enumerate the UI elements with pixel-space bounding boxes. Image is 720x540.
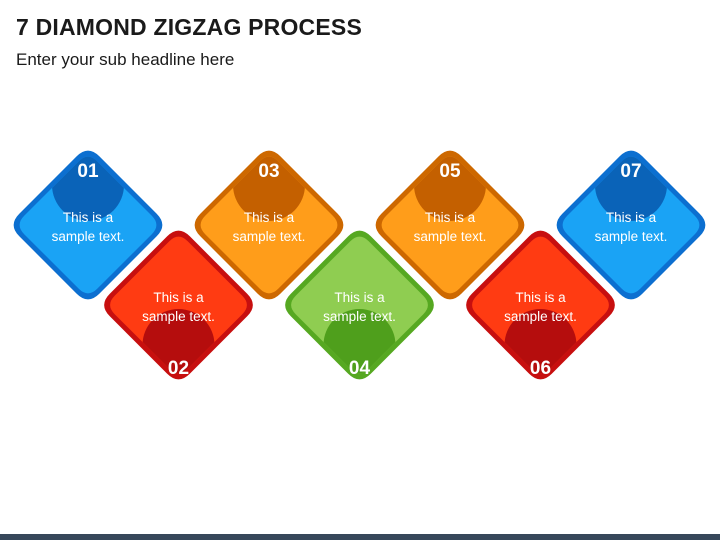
page-title: 7 DIAMOND ZIGZAG PROCESS [16,14,362,40]
step-number: 02 [168,358,189,379]
step-text-line2: sample text. [323,309,396,324]
bottom-bar [0,534,720,540]
step-text-line2: sample text. [595,229,668,244]
page-subtitle: Enter your sub headline here [16,50,235,69]
step-text-line2: sample text. [142,309,215,324]
step-text-line2: sample text. [52,229,125,244]
diamond-step-06: 06 This is a sample text. [466,230,615,380]
step-text-line2: sample text. [504,309,577,324]
step-text-line1: This is a [515,290,566,305]
diamond-step-02: 02 This is a sample text. [104,230,253,380]
step-number: 01 [77,161,99,182]
step-number: 06 [530,358,551,379]
step-text-line1: This is a [153,290,204,305]
step-text-line1: This is a [334,290,385,305]
step-number: 03 [258,161,279,182]
step-text-line2: sample text. [233,229,306,244]
step-number: 07 [620,161,641,182]
step-number: 05 [439,161,461,182]
step-text-line1: This is a [244,210,295,225]
step-text-line2: sample text. [414,229,487,244]
diamond-step-04: 04 This is a sample text. [285,230,434,380]
step-text-line1: This is a [63,210,114,225]
step-number: 04 [349,358,371,379]
step-text-line1: This is a [606,210,657,225]
step-text-line1: This is a [425,210,476,225]
